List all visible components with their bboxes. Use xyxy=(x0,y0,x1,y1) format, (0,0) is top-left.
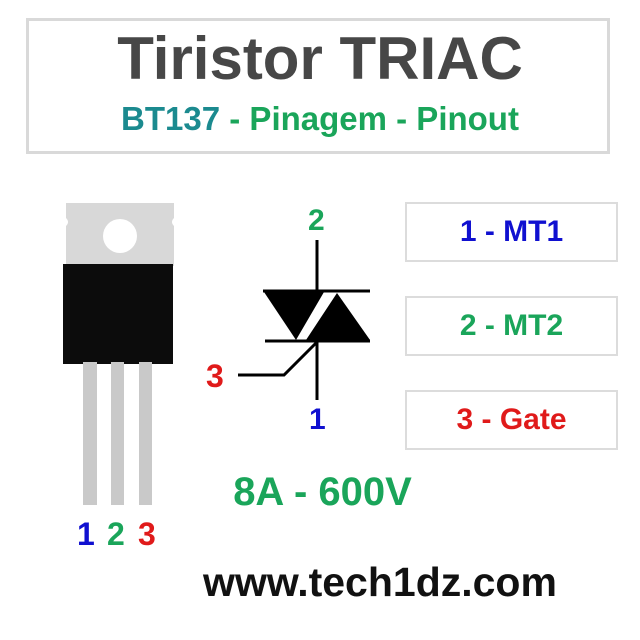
subtitle-rest: - Pinagem - Pinout xyxy=(220,100,519,137)
pin-box-gate: 3 - Gate xyxy=(405,390,618,450)
symbol-label-gate: 3 xyxy=(206,358,224,394)
package-pin-3-label: 3 xyxy=(138,516,156,552)
gate-lead xyxy=(238,340,319,377)
diode-down xyxy=(264,292,324,340)
diode-up xyxy=(306,293,370,340)
mounting-hole xyxy=(103,219,137,253)
package-body xyxy=(63,264,173,364)
website-watermark: www.tech1dz.com xyxy=(160,557,600,607)
subtitle: BT137 - Pinagem - Pinout xyxy=(0,100,640,138)
part-number: BT137 xyxy=(121,100,221,137)
pin-box-mt2: 2 - MT2 xyxy=(405,296,618,356)
package-pin-1-label: 1 xyxy=(77,516,95,552)
rating-label: 8A - 600V xyxy=(233,470,412,514)
title-frame xyxy=(26,18,610,154)
lead-2 xyxy=(111,362,124,505)
pin-box-mt1: 1 - MT1 xyxy=(405,202,618,262)
lead-1 xyxy=(83,362,97,505)
page-title: Tiristor TRIAC xyxy=(117,25,523,92)
package-pin-2-label: 2 xyxy=(107,516,125,552)
symbol-label-mt2: 2 xyxy=(308,204,325,237)
symbol-label-mt1: 1 xyxy=(309,403,326,436)
lead-3 xyxy=(139,362,152,505)
